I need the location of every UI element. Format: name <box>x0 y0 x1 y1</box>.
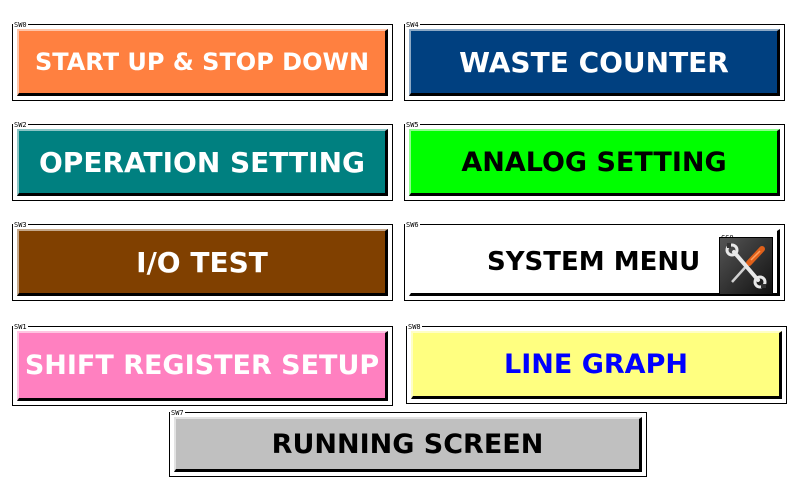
system-menu-button[interactable]: SYSTEM MENU <box>409 229 780 296</box>
shift-register-setup-switch[interactable]: SW1 SHIFT REGISTER SETUP <box>12 323 393 406</box>
line-graph-switch[interactable]: SW8 LINE GRAPH <box>406 323 787 404</box>
operation-setting-button[interactable]: OPERATION SETTING <box>17 129 388 196</box>
waste-counter-button[interactable]: WASTE COUNTER <box>409 29 780 96</box>
switch-id-label: SW1 <box>13 323 28 331</box>
running-screen-button[interactable]: RUNNING SCREEN <box>174 417 642 472</box>
switch-id-label: SW0 <box>13 21 28 29</box>
running-screen-switch[interactable]: SW7 RUNNING SCREEN <box>169 409 647 477</box>
io-test-button[interactable]: I/O TEST <box>17 229 388 296</box>
switch-id-label: SW8 <box>407 323 422 331</box>
analog-setting-button[interactable]: ANALOG SETTING <box>409 129 780 196</box>
switch-id-label: SW5 <box>405 121 420 129</box>
analog-setting-switch[interactable]: SW5 ANALOG SETTING <box>404 121 785 201</box>
switch-id-label: SW6 <box>405 221 420 229</box>
waste-counter-switch[interactable]: SW4 WASTE COUNTER <box>404 21 785 101</box>
start-up-stop-down-button[interactable]: START UP & STOP DOWN <box>17 29 388 96</box>
shift-register-setup-button[interactable]: SHIFT REGISTER SETUP <box>17 331 388 401</box>
wrench-screwdriver-icon[interactable] <box>719 237 773 295</box>
system-menu-label: SYSTEM MENU <box>487 247 701 277</box>
switch-id-label: SW3 <box>13 221 28 229</box>
system-menu-switch[interactable]: SW6 SYSTEM MENU CS0 <box>404 221 785 301</box>
operation-setting-switch[interactable]: SW2 OPERATION SETTING <box>12 121 393 201</box>
switch-id-label: SW7 <box>170 409 185 417</box>
start-up-stop-down-switch[interactable]: SW0 START UP & STOP DOWN <box>12 21 393 101</box>
switch-id-label: SW4 <box>405 21 420 29</box>
line-graph-button[interactable]: LINE GRAPH <box>411 331 782 399</box>
switch-id-label: SW2 <box>13 121 28 129</box>
io-test-switch[interactable]: SW3 I/O TEST <box>12 221 393 301</box>
